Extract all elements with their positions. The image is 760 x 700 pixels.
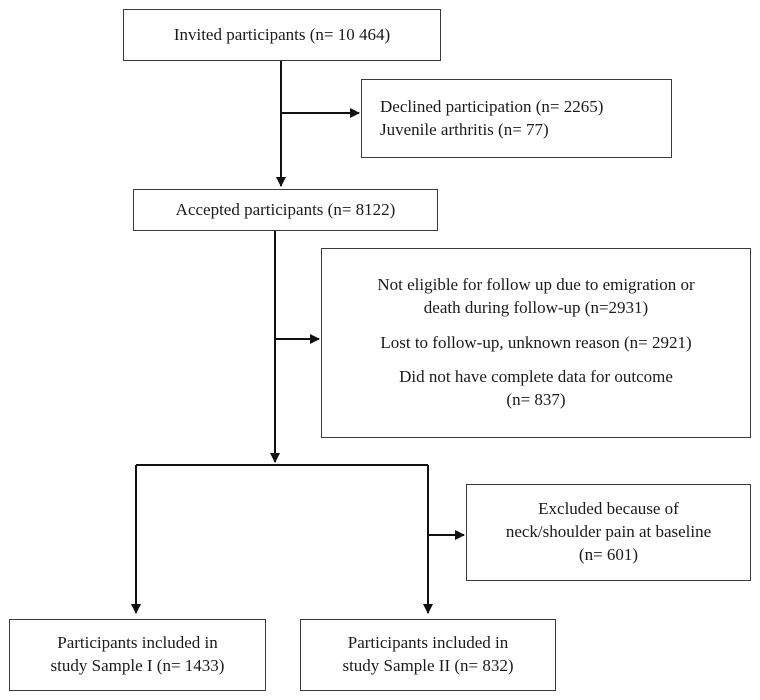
- declined-participation-box: Declined participation (n= 2265) Juvenil…: [361, 79, 672, 158]
- sample1-text-1: Participants included in: [57, 633, 218, 653]
- lost-unknown-text: Lost to follow-up, unknown reason (n= 29…: [380, 332, 692, 352]
- accepted-participants-box: Accepted participants (n= 8122): [133, 189, 438, 231]
- sample2-text-2: study Sample II (n= 832): [342, 656, 514, 675]
- lost-to-follow-up-box: Not eligible for follow up due to emigra…: [321, 248, 751, 438]
- sample2-text-1: Participants included in: [347, 633, 509, 653]
- excluded-text-1: Excluded because of: [538, 499, 679, 519]
- invited-participants-box: Invited participants (n= 10 464): [123, 9, 441, 61]
- juvenile-arthritis-text: Juvenile arthritis (n= 77): [380, 119, 549, 139]
- excluded-text-2: neck/shoulder pain at baseline: [505, 522, 712, 542]
- sample1-box: Participants included in study Sample I …: [9, 619, 266, 691]
- sample1-text-2: study Sample I (n= 1433): [50, 656, 225, 675]
- excluded-text-3: (n= 601): [578, 544, 639, 564]
- invited-text: Invited participants (n= 10 464): [173, 24, 391, 44]
- not-eligible-text-1: Not eligible for follow up due to emigra…: [377, 274, 695, 294]
- accepted-text: Accepted participants (n= 8122): [175, 199, 396, 219]
- declined-text: Declined participation (n= 2265): [380, 96, 604, 116]
- incomplete-data-text-1: Did not have complete data for outcome: [399, 367, 673, 387]
- sample2-box: Participants included in study Sample II…: [300, 619, 556, 691]
- incomplete-data-text-2: (n= 837): [506, 390, 566, 410]
- excluded-box: Excluded because of neck/shoulder pain a…: [466, 484, 751, 581]
- not-eligible-text-2: death during follow-up (n=2931): [423, 297, 649, 317]
